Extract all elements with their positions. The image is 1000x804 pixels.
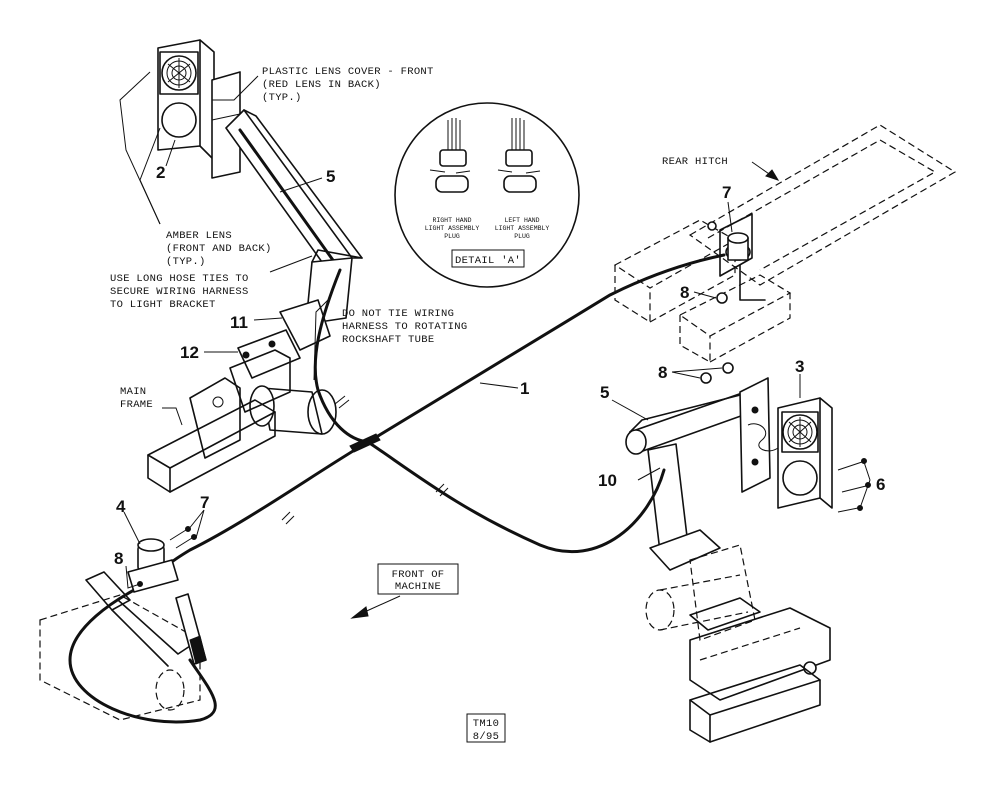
callout-10: 10 xyxy=(598,471,617,490)
callout-12: 12 xyxy=(180,343,199,362)
callout-8-right: 8 xyxy=(658,363,667,382)
callout-5-left: 5 xyxy=(326,167,335,186)
callout-7-rear: 7 xyxy=(722,183,731,202)
callout-1: 1 xyxy=(520,379,529,398)
no-tie-note-3: ROCKSHAFT TUBE xyxy=(342,334,434,346)
main-frame-note-2: FRAME xyxy=(120,399,153,411)
callout-8-rear: 8 xyxy=(680,283,689,302)
right-plug-drawing xyxy=(429,118,471,193)
callout-2: 2 xyxy=(156,163,165,182)
callout-11: 11 xyxy=(230,313,248,332)
callout-7-front: 7 xyxy=(200,493,209,512)
amber-lens-note-3: (TYP.) xyxy=(166,256,206,268)
main-frame-drawing xyxy=(147,349,291,493)
rear-bracket-drawing xyxy=(707,213,766,304)
left-plug-label-3: PLUG xyxy=(514,233,530,240)
right-plug-label-1: RIGHT HAND xyxy=(432,217,471,224)
left-plug-label-1: LEFT HAND xyxy=(504,217,539,224)
callout-8-front: 8 xyxy=(114,549,123,568)
right-frame-drawing xyxy=(645,544,831,743)
callout-4: 4 xyxy=(116,497,126,516)
hose-ties-note-3: TO LIGHT BRACKET xyxy=(110,299,216,311)
amber-lens-note-1: AMBER LENS xyxy=(166,230,232,242)
front-of-machine-note-1: FRONT OF xyxy=(392,569,445,581)
right-light-assembly xyxy=(625,362,871,571)
no-tie-note-1: DO NOT TIE WIRING xyxy=(342,308,454,320)
detail-a-box xyxy=(451,249,525,268)
left-plug-drawing xyxy=(497,118,541,193)
callout-3: 3 xyxy=(795,357,804,376)
front-light-assembly xyxy=(39,526,207,721)
leader-lines xyxy=(119,71,871,589)
front-of-machine-marker xyxy=(350,563,459,619)
hose-ties-note-2: SECURE WIRING HARNESS xyxy=(110,286,249,298)
front-of-machine-note-2: MACHINE xyxy=(395,581,441,593)
callout-6: 6 xyxy=(876,475,885,494)
callout-5-right: 5 xyxy=(600,383,609,402)
drawing-ref-1: TM10 xyxy=(473,718,499,730)
drawing-ref-box xyxy=(466,713,506,743)
wiring-harness xyxy=(68,253,726,724)
detail-a: RIGHT HAND LIGHT ASSEMBLY PLUG LEFT HAND… xyxy=(394,102,580,288)
main-frame-note-1: MAIN xyxy=(120,386,146,398)
lens-cover-note-3: (TYP.) xyxy=(262,92,302,104)
right-plug-label-3: PLUG xyxy=(444,233,460,240)
callouts: 2 5 11 12 7 8 1 8 3 5 10 6 4 7 8 xyxy=(114,163,885,568)
lens-cover-note-1: PLASTIC LENS COVER - FRONT xyxy=(262,66,434,78)
hose-ties-note-1: USE LONG HOSE TIES TO xyxy=(110,273,249,285)
right-plug-label-2: LIGHT ASSEMBLY xyxy=(425,225,480,232)
detail-a-label: DETAIL 'A' xyxy=(455,255,521,267)
no-tie-note-2: HARNESS TO ROTATING xyxy=(342,321,467,333)
rear-hitch-note: REAR HITCH xyxy=(662,156,728,168)
drawing-ref-2: 8/95 xyxy=(473,731,499,743)
left-plug-label-2: LIGHT ASSEMBLY xyxy=(495,225,550,232)
lens-cover-note-2: (RED LENS IN BACK) xyxy=(262,79,381,91)
notes: PLASTIC LENS COVER - FRONT (RED LENS IN … xyxy=(110,66,728,743)
amber-lens-note-2: (FRONT AND BACK) xyxy=(166,243,272,255)
